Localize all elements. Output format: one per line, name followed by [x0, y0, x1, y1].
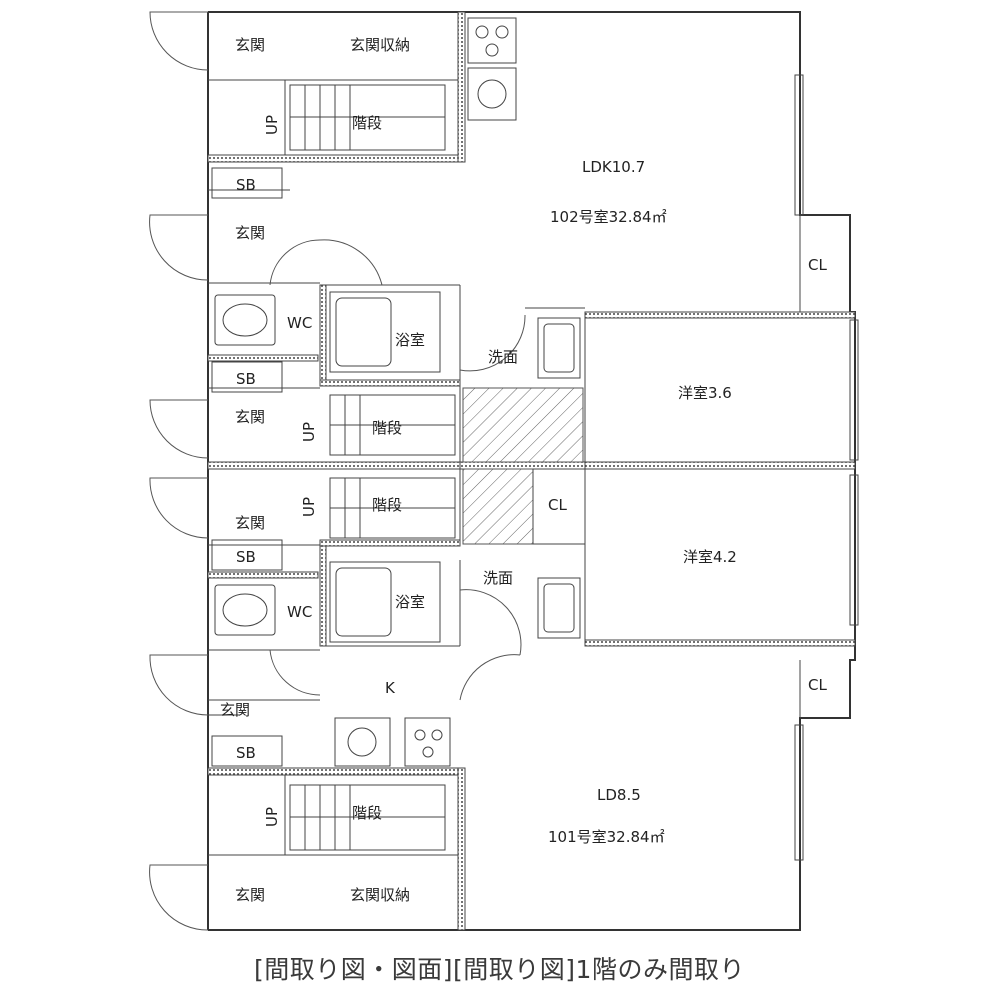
- label-stairs-bottom: 階段: [352, 804, 382, 822]
- label-wc-top: WC: [287, 314, 312, 332]
- label-up-top: UP: [263, 115, 281, 135]
- label-ld-85: LD8.5: [597, 786, 641, 804]
- kitchen-bottom: [334, 717, 451, 767]
- label-bath-top: 浴室: [395, 331, 425, 349]
- label-entrance-top: 玄関: [235, 36, 265, 54]
- bathtub-bottom: [329, 561, 441, 643]
- label-cl-bottom: CL: [808, 676, 827, 694]
- stairs-top: [289, 84, 446, 151]
- label-stairs-top: 階段: [352, 114, 382, 132]
- label-entrance-3: 玄関: [235, 408, 265, 426]
- outer-walls: [207, 11, 856, 931]
- closet-cl-mid-box: [532, 468, 586, 545]
- label-cl-top: CL: [808, 256, 827, 274]
- label-cl-mid: CL: [548, 496, 567, 514]
- label-kitchen: K: [385, 679, 396, 697]
- interior-doors: [269, 239, 526, 701]
- label-up-bottom: UP: [263, 807, 281, 827]
- hatched-closet-lower: [462, 468, 534, 545]
- label-up-mid1: UP: [300, 422, 318, 442]
- label-unit-101-area: 101号室32.84㎡: [548, 828, 665, 846]
- toilet-bottom: [214, 584, 276, 636]
- label-wc-bottom: WC: [287, 603, 312, 621]
- label-western-36: 洋室3.6: [678, 384, 732, 402]
- label-sb-3: SB: [236, 548, 256, 566]
- label-entrance-2: 玄関: [235, 224, 265, 242]
- washbasin-bottom: [537, 577, 581, 639]
- label-unit-102-area: 102号室32.84㎡: [550, 208, 667, 226]
- label-entrance-storage-bottom: 玄関収納: [350, 886, 410, 904]
- floor-plan-caption: [間取り図・図面][間取り図]1階のみ間取り: [254, 955, 745, 984]
- stairs-mid2: [329, 477, 456, 539]
- label-sb-1: SB: [236, 176, 256, 194]
- windows: [794, 74, 859, 861]
- kitchen-top: [467, 17, 517, 121]
- label-entrance-storage-top: 玄関収納: [350, 36, 410, 54]
- label-washroom-bottom: 洗面: [483, 569, 513, 587]
- label-washroom-top: 洗面: [488, 348, 518, 366]
- label-bath-bottom: 浴室: [395, 593, 425, 611]
- entrance-doors: [149, 11, 209, 931]
- label-stairs-mid2: 階段: [372, 496, 402, 514]
- stairs-bottom: [289, 784, 446, 851]
- washbasin-top: [537, 317, 581, 379]
- label-up-mid2: UP: [300, 497, 318, 517]
- bathtub-top: [329, 291, 441, 373]
- label-western-42: 洋室4.2: [683, 548, 737, 566]
- label-entrance-5: 玄関: [220, 701, 250, 719]
- label-stairs-mid1: 階段: [372, 419, 402, 437]
- label-sb-2: SB: [236, 370, 256, 388]
- label-ldk-102: LDK10.7: [582, 158, 645, 176]
- toilet-top: [214, 294, 276, 346]
- label-entrance-4: 玄関: [235, 514, 265, 532]
- shoe-boxes: [211, 167, 283, 767]
- party-walls: [207, 11, 856, 931]
- interior-walls: [208, 79, 801, 856]
- label-sb-4: SB: [236, 744, 256, 762]
- label-entrance-bottom: 玄関: [235, 886, 265, 904]
- hatched-closet-upper: [462, 387, 584, 463]
- stairs-mid1: [329, 394, 456, 456]
